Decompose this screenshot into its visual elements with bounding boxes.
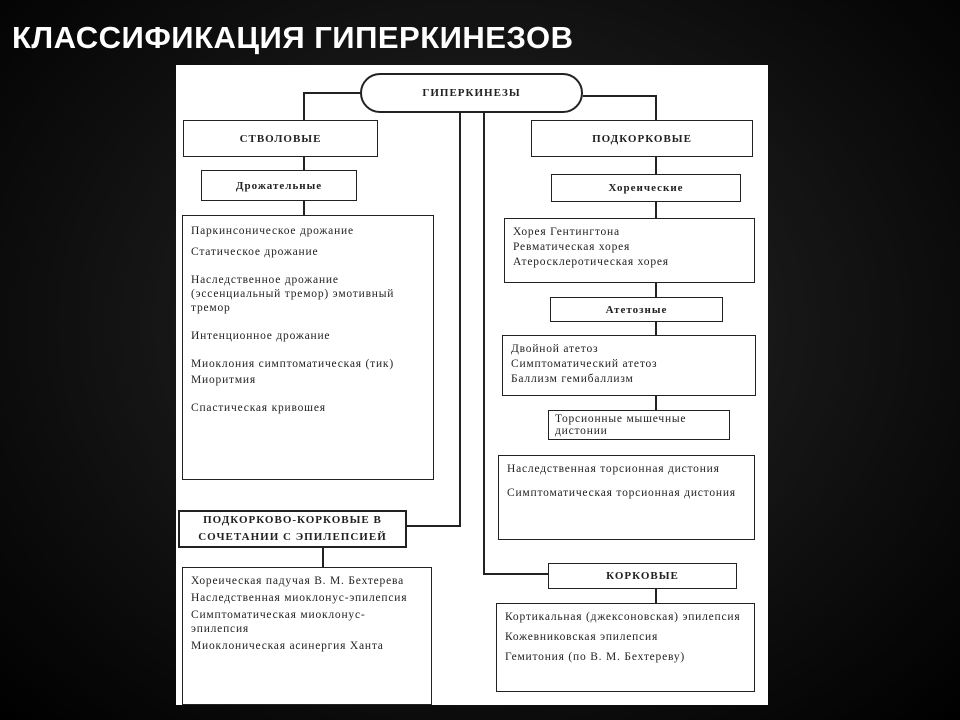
list-item: Кортикальная (джексоновская) эпилепсия bbox=[505, 611, 741, 623]
list-item: Паркинсоническое дрожание bbox=[191, 225, 354, 237]
chorea-node: Хореические bbox=[551, 174, 741, 202]
subcortical-cortical-list: Хореическая падучая В. М. Бехтерева Насл… bbox=[182, 567, 432, 705]
list-item: Наследственное дрожание (эссенциальный т… bbox=[191, 274, 395, 314]
stem-node: СТВОЛОВЫЕ bbox=[183, 120, 378, 157]
list-item: Миоклоническая асинергия Ханта bbox=[191, 640, 384, 652]
connector bbox=[406, 525, 461, 527]
list-item: Наследственная миоклонус-эпилепсия bbox=[191, 592, 408, 604]
list-item: Атеросклеротическая хорея bbox=[513, 256, 669, 268]
list-item: Интенционное дрожание bbox=[191, 330, 331, 342]
list-item: Двойной атетоз bbox=[511, 343, 599, 355]
list-item: Симптоматический атетоз bbox=[511, 358, 658, 370]
athetosis-node: Атетозные bbox=[550, 297, 723, 322]
connector bbox=[322, 548, 324, 568]
list-item: Хорея Гентингтона bbox=[513, 226, 620, 238]
athetosis-list: Двойной атетоз Симптоматический атетоз Б… bbox=[502, 335, 756, 396]
list-item: Кожевниковская эпилепсия bbox=[505, 631, 659, 643]
cortical-list: Кортикальная (джексоновская) эпилепсия К… bbox=[496, 603, 755, 692]
list-item: Гемитония (по В. М. Бехтереву) bbox=[505, 651, 686, 663]
subcortical-node: ПОДКОРКОВЫЕ bbox=[531, 120, 753, 157]
list-item: Баллизм гемибаллизм bbox=[511, 373, 634, 385]
tremor-list: Паркинсоническое дрожание Статическое др… bbox=[182, 215, 434, 480]
connector bbox=[303, 92, 361, 94]
list-item: Наследственная торсионная дистония bbox=[507, 463, 720, 475]
list-item: Симптоматическая торсионная дистония bbox=[507, 487, 736, 499]
subcortical-cortical-node: ПОДКОРКОВО-КОРКОВЫЕ В СОЧЕТАНИИ С ЭПИЛЕП… bbox=[178, 510, 407, 548]
list-item: Хореическая падучая В. М. Бехтерева bbox=[191, 575, 404, 587]
list-item: Миоритмия bbox=[191, 374, 256, 386]
connector bbox=[655, 589, 657, 604]
slide-title: КЛАССИФИКАЦИЯ ГИПЕРКИНЕЗОВ bbox=[12, 20, 574, 55]
tremor-node: Дрожательные bbox=[201, 170, 357, 201]
list-item: Спастическая кривошея bbox=[191, 402, 326, 414]
connector bbox=[483, 112, 485, 573]
list-item: Ревматическая хорея bbox=[513, 241, 631, 253]
chorea-list: Хорея Гентингтона Ревматическая хорея Ат… bbox=[504, 218, 755, 283]
root-node: ГИПЕРКИНЕЗЫ bbox=[360, 73, 583, 113]
connector bbox=[303, 92, 305, 120]
connector bbox=[655, 95, 657, 120]
torsion-node: Торсионные мышечные дистонии bbox=[548, 410, 730, 440]
connector bbox=[483, 573, 549, 575]
connector bbox=[655, 157, 657, 418]
cortical-node: КОРКОВЫЕ bbox=[548, 563, 737, 589]
torsion-list: Наследственная торсионная дистония Симпт… bbox=[498, 455, 755, 540]
list-item: Миоклония симптоматическая (тик) bbox=[191, 358, 394, 370]
connector bbox=[459, 112, 461, 525]
connector bbox=[583, 95, 655, 97]
list-item: Симптоматическая миоклонус-эпилепсия bbox=[191, 609, 366, 635]
classification-diagram: ГИПЕРКИНЕЗЫ СТВОЛОВЫЕ Дрожательные Парки… bbox=[176, 65, 768, 705]
list-item: Статическое дрожание bbox=[191, 246, 319, 258]
